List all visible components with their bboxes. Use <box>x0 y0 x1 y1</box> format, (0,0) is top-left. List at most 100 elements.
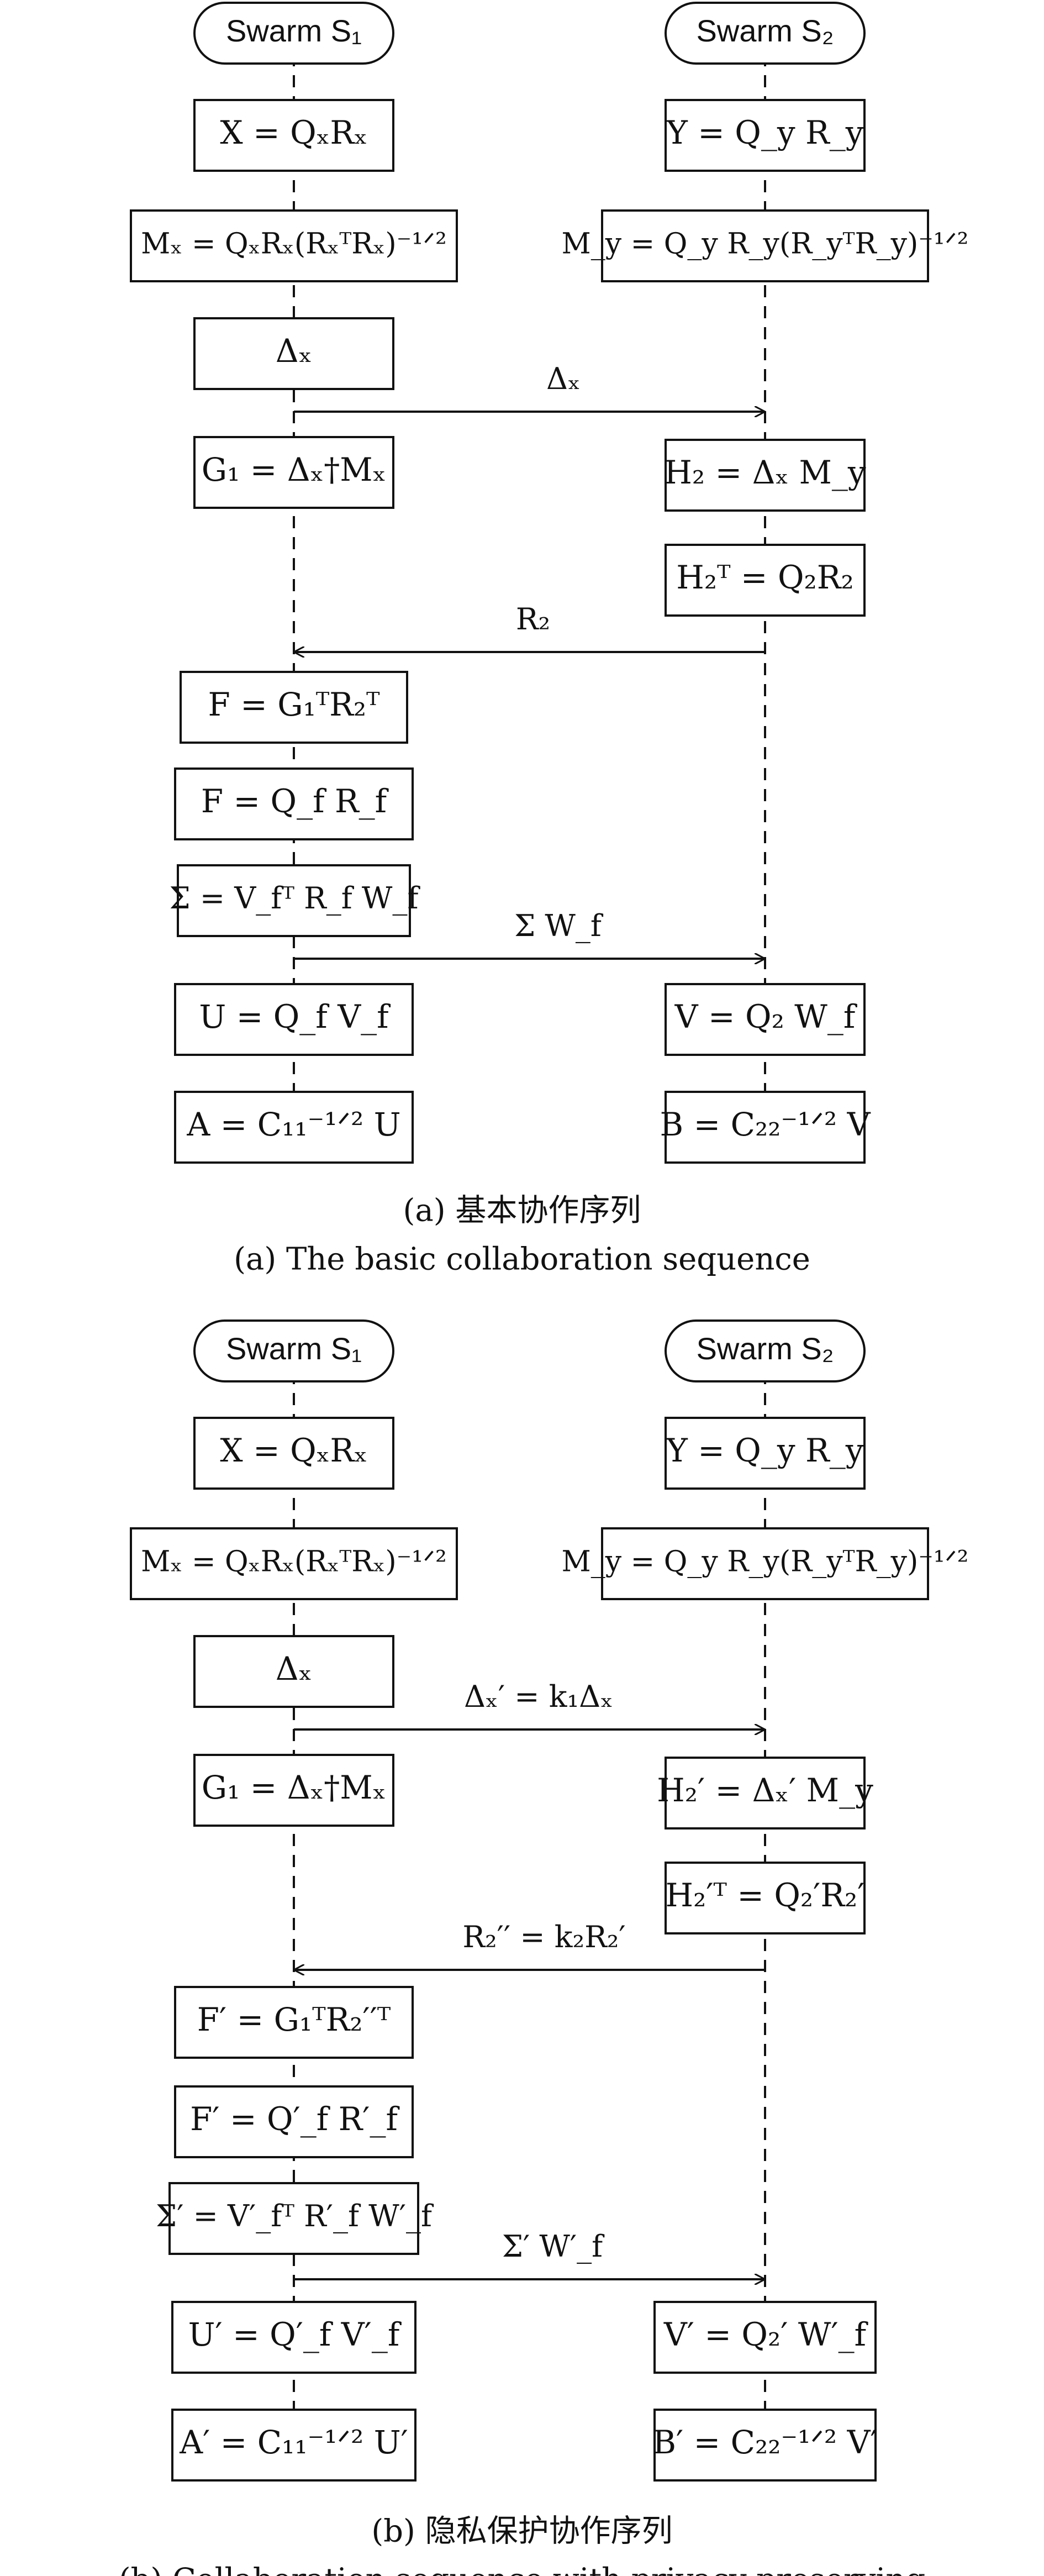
diagram_a-step-1-6-label: F = Q_f R_f <box>201 782 389 820</box>
diagram_b-step-1-1-frame <box>193 1417 394 1490</box>
diagram_a-step-2-3-frame <box>665 439 866 512</box>
diagram_a-step-1-4-frame <box>193 436 394 509</box>
diagram_b-swarm-2-header-frame <box>665 1319 866 1382</box>
diagram_a-step-1-6-frame <box>174 767 414 840</box>
diagram_a-step-2-1-label: Y = Q_y R_y <box>666 114 864 151</box>
diagram_b-step-2-4-label: H₂′ᵀ = Q₂′R₂′ <box>666 1876 865 1914</box>
diagram_b-step-2-3-frame <box>665 1757 866 1830</box>
diagram_a-step-1-7: Σ = V_fᵀ R_f W_f <box>170 864 421 937</box>
diagram_b-step-2-5-frame <box>653 2301 877 2374</box>
diagram_b-swarm-1-header-label: Swarm S₁ <box>226 1331 362 1366</box>
diagram_b-step-1-4-label: G₁ = Δₓ†Mₓ <box>202 1769 387 1806</box>
diagram_a-step-2-5-frame <box>665 983 866 1056</box>
diagram_a-caption-en: (a) The basic collaboration sequence <box>234 1242 810 1278</box>
diagram_a-step-1-1: X = QₓRₓ <box>193 99 394 172</box>
diagram_b-step-1-9-frame <box>171 2409 416 2482</box>
diagram_a-step-2-1: Y = Q_y R_y <box>665 99 866 172</box>
diagram_a-step-2-2: M_y = Q_y R_y(R_yᵀR_y)⁻¹ᐟ² <box>562 209 968 282</box>
diagram_b-step-1-8-frame <box>171 2301 416 2374</box>
diagram_b-step-2-4-frame <box>665 1862 866 1934</box>
diagram_b-step-2-3-label: H₂′ = Δₓ′ M_y <box>657 1771 873 1809</box>
diagram_a-step-2-4-frame <box>665 544 866 617</box>
diagram_b-step-2-1: Y = Q_y R_y <box>665 1417 866 1490</box>
diagram_a-caption-cn: (a) 基本协作序列 <box>403 1193 641 1229</box>
diagram_b-step-1-8-label: U′ = Q′_f V′_f <box>188 2316 402 2353</box>
diagram_a-swarm-1-header-frame <box>193 2 394 65</box>
diagram_b-step-1-8: U′ = Q′_f V′_f <box>171 2301 416 2374</box>
diagram_b-step-2-5-label: V′ = Q₂′ W′_f <box>663 2316 868 2353</box>
diagram_b-step-1-3: Δₓ <box>193 1635 394 1708</box>
diagram_b-message-label-3: Σ′ W′_f <box>502 2229 605 2264</box>
diagram_a-step-1-5-frame <box>180 671 408 744</box>
diagram_a-step-1-4: G₁ = Δₓ†Mₓ <box>193 436 394 509</box>
diagram_b-step-1-9: A′ = C₁₁⁻¹ᐟ² U′ <box>171 2409 416 2482</box>
diagram_a-step-1-9: A = C₁₁⁻¹ᐟ² U <box>174 1091 414 1164</box>
diagram_b-step-2-6-frame <box>653 2409 877 2482</box>
diagram_b-step-1-9-label: A′ = C₁₁⁻¹ᐟ² U′ <box>179 2423 408 2461</box>
diagram_a-step-2-5-label: V = Q₂ W_f <box>674 998 857 1035</box>
diagram_b-step-1-4: G₁ = Δₓ†Mₓ <box>193 1754 394 1827</box>
diagram_b-step-2-2-label: M_y = Q_y R_y(R_yᵀR_y)⁻¹ᐟ² <box>562 1545 969 1579</box>
diagram_a-swarm-2-header-label: Swarm S₂ <box>697 13 834 48</box>
diagram_b-step-1-1-label: X = QₓRₓ <box>220 1432 367 1469</box>
diagram_a-message-label-2: R₂ <box>516 602 550 637</box>
diagram_b-swarm-1-header-frame <box>193 1319 394 1382</box>
diagram_a-step-1-9-label: A = C₁₁⁻¹ᐟ² U <box>186 1106 400 1143</box>
diagram_a-swarm-2-header-frame <box>665 2 866 65</box>
diagram_a-step-1-1-frame <box>193 99 394 172</box>
diagram_a-step-2-3-label: H₂ = Δₓ M_y <box>664 454 866 491</box>
diagram_b-step-2-1-label: Y = Q_y R_y <box>666 1432 864 1469</box>
diagram_a-step-1-3-label: Δₓ <box>276 332 312 370</box>
diagram_b-step-1-6-label: F′ = Q′_f R′_f <box>190 2100 399 2138</box>
diagram_b-step-1-7-frame <box>168 2182 419 2255</box>
diagram_b-step-1-4-frame <box>193 1754 394 1827</box>
diagram_b-step-1-7: Σ′ = V′_fᵀ R′_f W′_f <box>156 2182 434 2255</box>
diagram_b-step-2-5: V′ = Q₂′ W′_f <box>653 2301 877 2374</box>
diagram_b-step-1-2-frame <box>130 1527 458 1600</box>
diagram_a-step-1-5-label: F = G₁ᵀR₂ᵀ <box>208 686 381 723</box>
diagram_b-message-label-1: Δₓ′ = k₁Δₓ <box>464 1679 613 1714</box>
diagram_a-step-1-7-label: Σ = V_fᵀ R_f W_f <box>170 881 421 916</box>
diagram_b-step-1-5-label: F′ = G₁ᵀR₂′′ᵀ <box>197 2001 391 2038</box>
diagram_b-caption-cn: (b) 隐私保护协作序列 <box>371 2514 672 2549</box>
diagram_b-swarm-2-header-label: Swarm S₂ <box>697 1331 834 1366</box>
diagram_a-step-2-6-label: B = C₂₂⁻¹ᐟ² V <box>660 1106 871 1143</box>
diagram_b-step-1-7-label: Σ′ = V′_fᵀ R′_f W′_f <box>156 2199 434 2233</box>
diagram_a-step-1-3-frame <box>193 317 394 390</box>
diagram_b-step-2-6: B′ = C₂₂⁻¹ᐟ² V′ <box>652 2409 878 2482</box>
diagram_b-step-2-3: H₂′ = Δₓ′ M_y <box>657 1757 873 1830</box>
diagram_a-step-1-5: F = G₁ᵀR₂ᵀ <box>180 671 408 744</box>
diagram_b-swarm-1-header: Swarm S₁ <box>193 1319 394 1382</box>
diagram_b-swarm-2-header: Swarm S₂ <box>665 1319 866 1382</box>
diagram_b-step-2-1-frame <box>665 1417 866 1490</box>
diagram_a-step-2-5: V = Q₂ W_f <box>665 983 866 1056</box>
diagram_a-step-1-2-label: Mₓ = QₓRₓ(RₓᵀRₓ)⁻¹ᐟ² <box>141 228 447 261</box>
diagram_a-step-1-6: F = Q_f R_f <box>174 767 414 840</box>
diagram_a-step-2-4-label: H₂ᵀ = Q₂R₂ <box>676 559 853 596</box>
diagram_a-step-1-8-label: U = Q_f V_f <box>199 998 391 1035</box>
diagram_b-step-1-5: F′ = G₁ᵀR₂′′ᵀ <box>174 1986 414 2059</box>
diagram_a-step-2-6-frame <box>665 1091 866 1164</box>
diagram_a-step-2-1-frame <box>665 99 866 172</box>
diagram_b-step-2-2-frame <box>601 1527 929 1600</box>
diagram_a-swarm-1-header-label: Swarm S₁ <box>226 13 362 48</box>
diagram_b-step-1-3-frame <box>193 1635 394 1708</box>
diagram_b-caption-en: (b) Collaboration sequence with privacy … <box>119 2562 926 2576</box>
diagram_b-step-2-2: M_y = Q_y R_y(R_yᵀR_y)⁻¹ᐟ² <box>562 1527 969 1600</box>
diagram_a-step-1-1-label: X = QₓRₓ <box>220 114 367 151</box>
diagram_a-message-label-1: Δₓ <box>546 361 581 396</box>
diagram_b-step-1-2: Mₓ = QₓRₓ(RₓᵀRₓ)⁻¹ᐟ² <box>130 1527 458 1600</box>
diagram_a-step-2-4: H₂ᵀ = Q₂R₂ <box>665 544 866 617</box>
diagram_a-step-1-4-label: G₁ = Δₓ†Mₓ <box>202 451 387 488</box>
diagram_b-step-2-6-label: B′ = C₂₂⁻¹ᐟ² V′ <box>652 2423 877 2461</box>
diagram_b-message-label-2: R₂′′ = k₂R₂′ <box>462 1920 625 1954</box>
diagram_a-step-1-8: U = Q_f V_f <box>174 983 414 1056</box>
diagram_b-step-1-6: F′ = Q′_f R′_f <box>174 2085 414 2158</box>
diagram_a-step-2-3: H₂ = Δₓ M_y <box>664 439 866 512</box>
diagram_a-step-2-2-frame <box>601 209 929 282</box>
diagram_b-step-1-2-label: Mₓ = QₓRₓ(RₓᵀRₓ)⁻¹ᐟ² <box>141 1545 447 1579</box>
diagram_b-step-1-1: X = QₓRₓ <box>193 1417 394 1490</box>
diagram_a-swarm-1-header: Swarm S₁ <box>193 2 394 65</box>
diagram_a-message-label-3: Σ W_f <box>514 908 604 943</box>
